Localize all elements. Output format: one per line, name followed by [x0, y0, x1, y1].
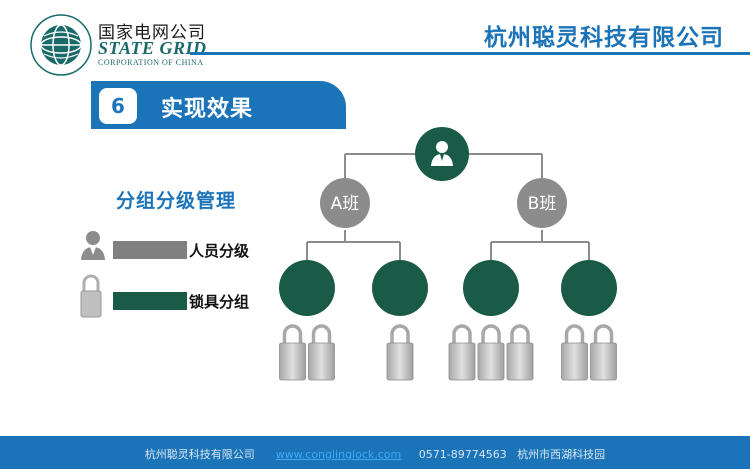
legend-label-lock: 锁具分组 [189, 293, 250, 311]
group-node [279, 260, 335, 316]
legend-label-personnel: 人员分级 [189, 242, 250, 260]
lock-icon [477, 324, 505, 381]
panel-title: 分组分级管理 [116, 190, 237, 212]
header-divider [190, 52, 750, 55]
group-node [463, 260, 519, 316]
footer-company: 杭州聪灵科技有限公司 [144, 448, 255, 461]
team-node-a [320, 178, 370, 228]
group-node [372, 260, 428, 316]
lock-icon [308, 324, 335, 381]
section-number: 6 [99, 88, 137, 124]
group-node [561, 260, 617, 316]
logo-chinese-name: 国家电网公司 [98, 23, 206, 43]
lock-icon [279, 324, 306, 381]
team-label-b: B班 [528, 194, 557, 214]
state-grid-logo [30, 14, 92, 76]
footer-phone: 0571-89774563 [418, 448, 507, 461]
tree-connectors [306, 153, 590, 262]
footer-info: 杭州聪灵科技有限公司 www.conglinglock.com 0571-897… [0, 446, 750, 462]
company-name: 杭州聪灵科技有限公司 [484, 25, 724, 51]
footer-bar [0, 436, 750, 469]
lock-icon [80, 274, 102, 318]
lock-icon [506, 324, 534, 381]
logo-english-subtitle: CORPORATION OF CHINA [98, 58, 204, 67]
lock-icon [448, 324, 476, 381]
root-person-icon [431, 141, 453, 166]
footer-url-link[interactable]: www.conglinglock.com [275, 448, 402, 461]
lock-icon [561, 324, 588, 381]
legend-swatch-lock [113, 292, 187, 310]
logo-english-name: STATE GRID [98, 38, 207, 58]
team-node-b [517, 178, 567, 228]
person-icon [81, 231, 105, 260]
section-title: 实现效果 [161, 97, 254, 122]
lock-icon [386, 324, 414, 381]
footer-address: 杭州市西湖科技园 [517, 448, 606, 461]
team-label-a: A班 [331, 194, 360, 214]
lock-group [279, 324, 617, 381]
legend-swatch-personnel [113, 241, 187, 259]
lock-icon [590, 324, 617, 381]
